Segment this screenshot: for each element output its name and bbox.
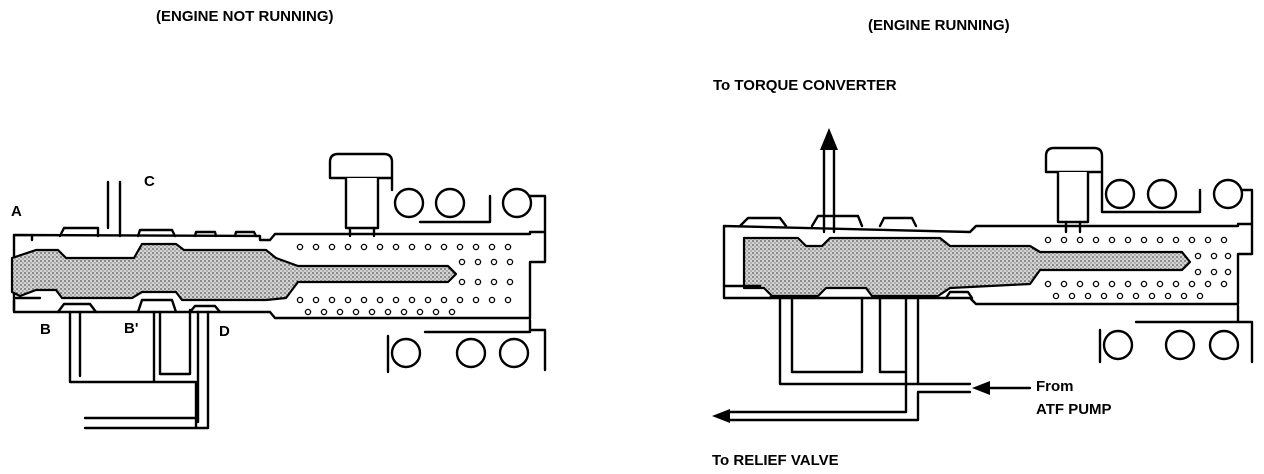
left-body-lands-bottom	[56, 298, 222, 314]
port-label-d: D	[219, 323, 230, 340]
right-stem-base	[1064, 220, 1082, 234]
left-check-ball	[434, 187, 466, 219]
left-bottom-housing	[386, 318, 547, 374]
arrowhead-left-pump	[972, 381, 990, 395]
port-label-a: A	[11, 203, 22, 220]
right-diagram-title: (ENGINE RUNNING)	[868, 17, 1010, 34]
port-label-b: B	[40, 321, 51, 338]
right-check-ball	[1146, 178, 1178, 210]
flow-label-atf-pump: ATF PUMP	[1036, 401, 1112, 418]
left-valve-diagram	[10, 152, 547, 430]
right-valve-diagram	[712, 128, 1254, 423]
right-adjust-stem	[1056, 172, 1090, 224]
left-passage-lines	[68, 308, 210, 430]
right-spool	[742, 236, 1192, 298]
right-passage-lines	[728, 296, 972, 422]
arrowhead-left-relief	[712, 409, 730, 423]
left-diagram-title: (ENGINE NOT RUNNING)	[156, 8, 334, 25]
right-check-ball	[1212, 178, 1244, 210]
right-spring	[1044, 236, 1232, 300]
left-inlet-lines	[12, 296, 42, 312]
left-port-c-line	[106, 180, 122, 238]
right-valve-body	[722, 222, 1254, 306]
arrow-to-torque-converter	[822, 146, 836, 234]
left-stem-base	[348, 226, 376, 238]
left-adjust-cap	[328, 152, 394, 180]
port-label-b-prime: B'	[124, 320, 139, 337]
right-check-ball	[1164, 329, 1196, 361]
left-check-ball	[455, 337, 487, 369]
left-body-lands-top	[30, 226, 258, 242]
right-body-lands-top	[738, 214, 918, 228]
arrowhead-up	[820, 128, 838, 150]
left-spool	[10, 242, 458, 302]
right-check-ball	[1104, 178, 1136, 210]
left-check-ball	[390, 337, 422, 369]
left-check-ball	[393, 187, 425, 219]
right-top-housing	[1100, 170, 1254, 226]
right-check-ball	[1102, 329, 1134, 361]
right-bottom-housing	[1098, 304, 1254, 364]
flow-label-to-relief-valve: To RELIEF VALVE	[712, 452, 839, 469]
port-label-c: C	[144, 173, 155, 190]
left-check-ball	[498, 337, 530, 369]
flow-label-to-torque-converter: To TORQUE CONVERTER	[713, 77, 897, 94]
right-adjust-cap	[1044, 146, 1104, 174]
left-adjust-stem	[344, 178, 380, 230]
flow-label-from: From	[1036, 378, 1074, 395]
left-spring	[296, 243, 514, 316]
left-check-ball	[501, 187, 533, 219]
left-top-housing	[390, 176, 547, 234]
right-check-ball	[1208, 329, 1240, 361]
